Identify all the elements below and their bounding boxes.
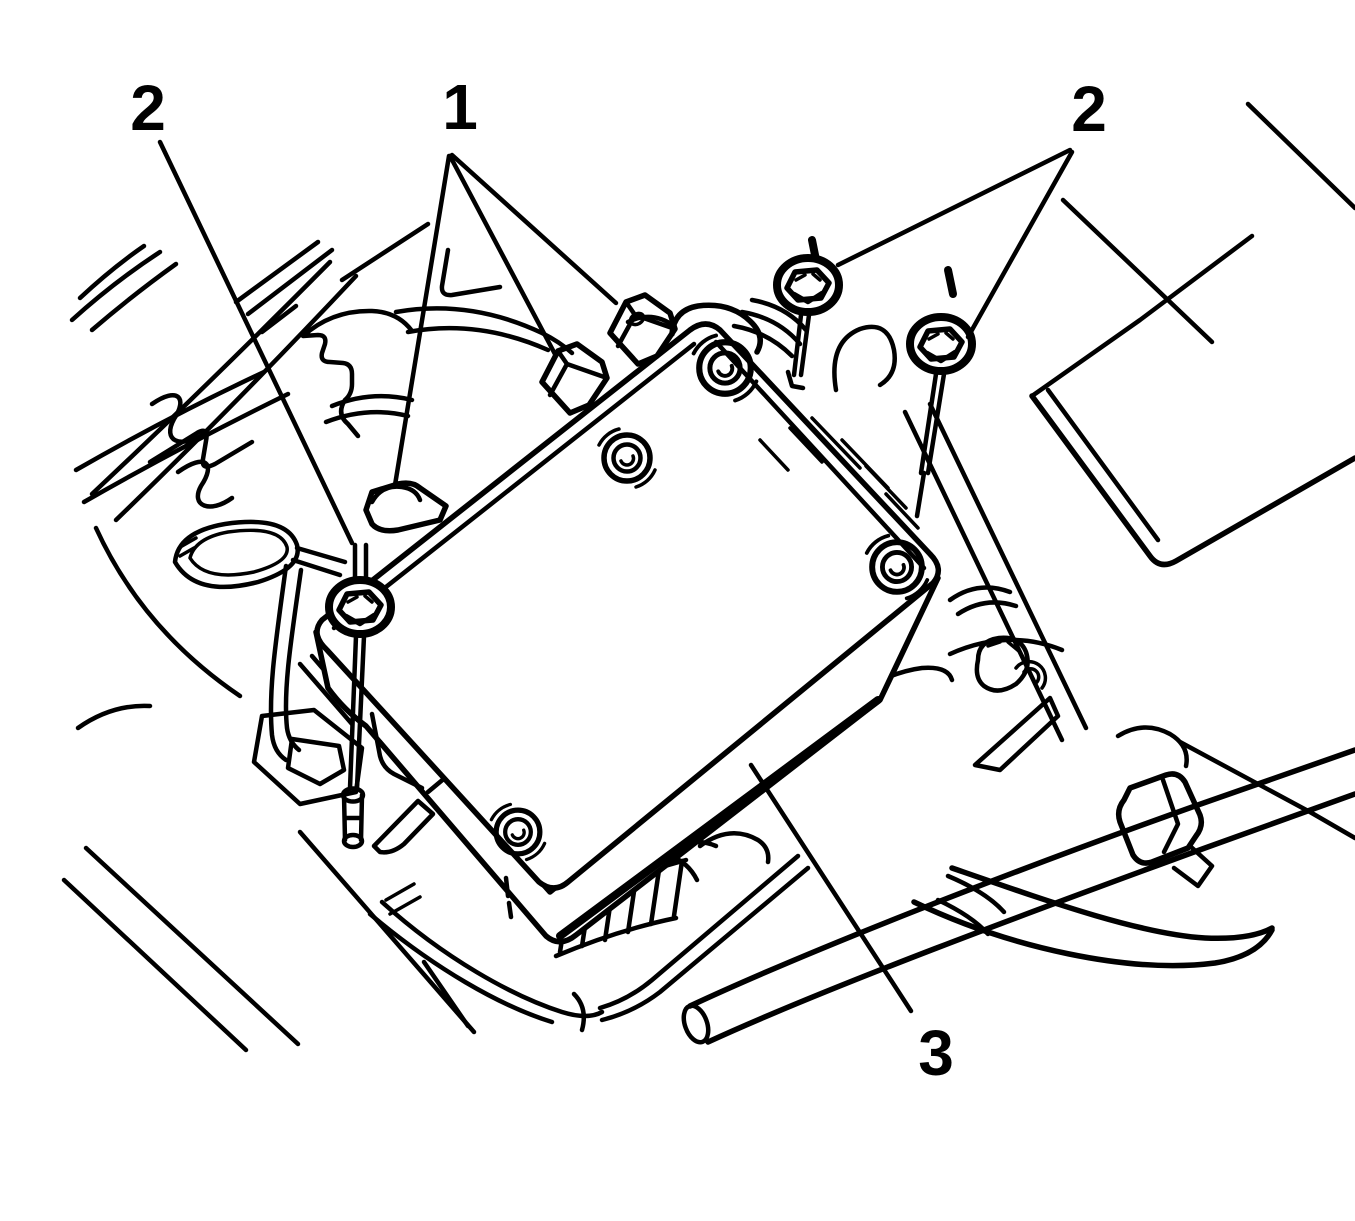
- callout-3-label: 3: [918, 1017, 954, 1089]
- callout-1-leader-a: [392, 153, 452, 488]
- l-bracket: [439, 247, 503, 298]
- callout-2-left: 2: [130, 72, 355, 546]
- callout-1: 1: [392, 71, 619, 488]
- bottom-left-linework: [61, 829, 605, 1053]
- callout-2-left-leader: [157, 139, 355, 546]
- harness-clip: [1115, 771, 1215, 889]
- callouts: 2 1 2 3: [130, 71, 1107, 1089]
- callout-2-right-leader-b: [965, 149, 1075, 340]
- arch-bracket: [300, 308, 415, 439]
- top-left-hatch: [69, 243, 179, 333]
- top-corner-flange: [669, 302, 763, 355]
- callout-2-right: 2: [835, 73, 1107, 340]
- callout-2-right-leader-a: [835, 147, 1073, 268]
- bolt-left-thread-tip: [340, 786, 366, 850]
- bolt-top-a: [777, 236, 839, 391]
- connector-tabs: [363, 295, 675, 534]
- callout-1-leader-c: [449, 152, 619, 306]
- callout-2-left-label: 2: [130, 72, 166, 144]
- body-panel-lines-left: [73, 221, 431, 523]
- bolt-top-b: [910, 266, 972, 519]
- edge-hump: [832, 324, 897, 393]
- grommet-and-bracket: [843, 585, 1189, 773]
- bolt-left: [329, 542, 391, 850]
- control-module: [313, 295, 941, 945]
- callout-1-leader-b: [447, 153, 559, 359]
- module-lower-edge: [556, 696, 882, 940]
- callout-3-leader: [748, 762, 914, 1014]
- face-hatch: [758, 416, 920, 530]
- cable: [268, 563, 304, 763]
- wiring-conduits: [681, 747, 1355, 1045]
- harness-channel-top: [323, 306, 575, 425]
- module-face: [314, 321, 941, 891]
- callout-3: 3: [748, 762, 954, 1089]
- connector-tab-c: [363, 480, 449, 534]
- callout-1-label: 1: [442, 71, 478, 143]
- callout-2-right-label: 2: [1071, 73, 1107, 145]
- background-linework: [61, 101, 1355, 1053]
- mounting-bolts: [329, 236, 972, 850]
- conduit-end: [681, 1003, 711, 1045]
- module-side-face: [313, 575, 941, 945]
- mount-bracket-left: [75, 519, 348, 731]
